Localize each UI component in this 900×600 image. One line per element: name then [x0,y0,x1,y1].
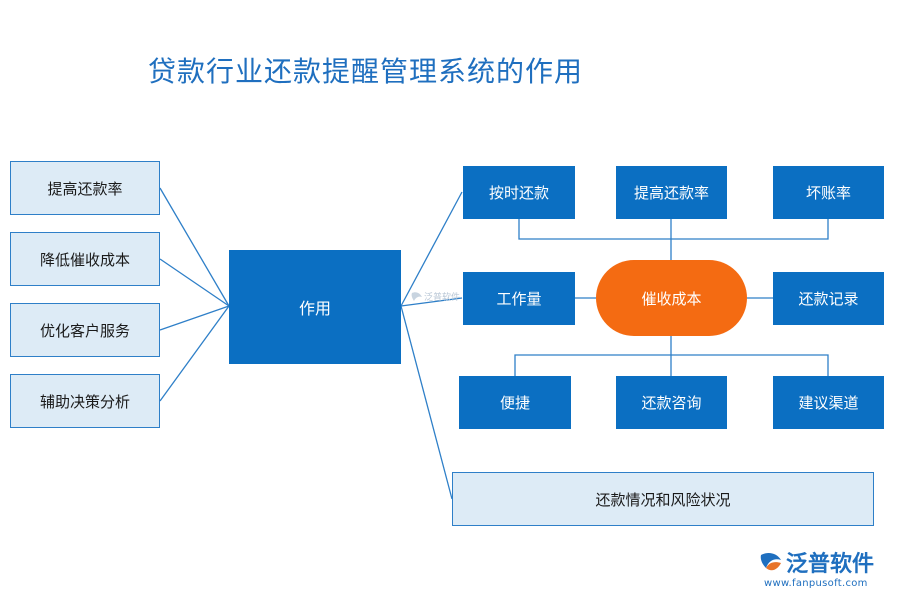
grid-bottom-1: 便捷 [459,376,571,429]
watermark: 泛普软件 [410,290,460,303]
watermark-logo-icon [411,291,422,301]
connector-left-2 [159,258,230,307]
left-item-3: 优化客户服务 [10,303,160,357]
connector-left-3 [159,305,230,331]
connector-left-4 [159,305,230,402]
watermark-text: 泛普软件 [424,293,461,303]
grid-top-1: 按时还款 [463,166,575,219]
connector-center-mid [400,297,463,307]
left-item-2: 降低催收成本 [10,232,160,286]
left-item-1: 提高还款率 [10,161,160,215]
connector-top-bracket [518,219,829,240]
grid-middle-right: 还款记录 [773,272,884,325]
brand-name: 泛普软件 [786,552,875,577]
brand-url: www.fanpusoft.com [764,578,868,589]
center-node: 作用 [229,250,401,364]
connector-center-bottom [400,305,453,500]
page-title: 贷款行业还款提醒管理系统的作用 [148,55,584,88]
grid-top-3: 坏账率 [773,166,884,219]
grid-middle-left: 工作量 [463,272,575,325]
connector-bottom-bracket [514,354,829,376]
grid-top-2: 提高还款率 [616,166,727,219]
connector-left-1 [159,187,230,307]
grid-bottom-3: 建议渠道 [773,376,884,429]
left-item-4: 辅助决策分析 [10,374,160,428]
bottom-box: 还款情况和风险状况 [452,472,874,526]
brand-logo-icon [760,552,781,571]
hub-node: 催收成本 [596,260,747,336]
grid-bottom-2: 还款咨询 [616,376,727,429]
brand-logo: 泛普软件 www.fanpusoft.com [758,546,888,594]
connector-center-top [400,191,463,307]
